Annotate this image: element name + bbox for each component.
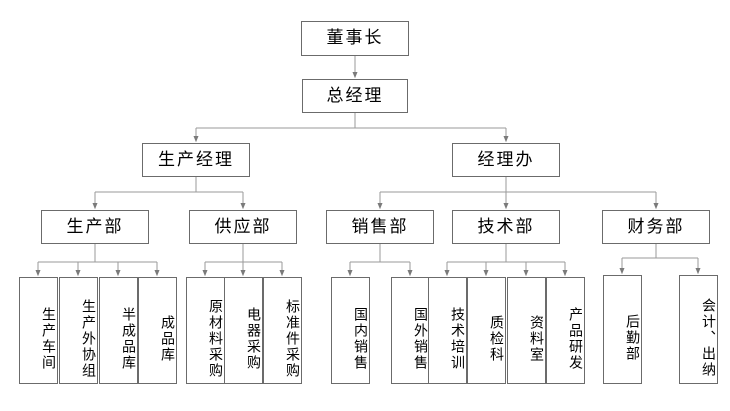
node-supply-dept[interactable]: 供应部 (189, 210, 297, 244)
node-electrical-purchasing[interactable]: 电器采购 (224, 277, 263, 384)
node-label: 成品库 (159, 314, 175, 363)
node-label: 供应部 (214, 216, 272, 237)
node-label: 国外销售 (412, 306, 428, 371)
node-label: 董事长 (326, 28, 384, 48)
node-finance-dept[interactable]: 财务部 (602, 210, 710, 244)
node-accounting-cashier[interactable]: 会计、出纳 (679, 275, 718, 384)
node-label: 生产经理 (158, 149, 234, 170)
node-label: 资料室 (528, 314, 544, 363)
node-archive-room[interactable]: 资料室 (507, 277, 546, 384)
node-domestic-sales[interactable]: 国内销售 (331, 277, 370, 384)
node-raw-material-purchasing[interactable]: 原材料采购 (186, 277, 225, 384)
node-standard-parts-purchasing[interactable]: 标准件采购 (263, 277, 302, 384)
node-general-manager[interactable]: 总经理 (302, 79, 408, 113)
node-overseas-sales[interactable]: 国外销售 (391, 277, 430, 384)
node-label: 产品研发 (567, 306, 583, 371)
node-logistics-dept[interactable]: 后勤部 (603, 275, 642, 384)
node-label: 生产部 (66, 216, 124, 237)
node-label: 电器采购 (245, 306, 261, 371)
node-finished-goods-warehouse[interactable]: 成品库 (138, 277, 177, 384)
node-label: 财务部 (627, 216, 685, 237)
node-quality-inspection-section[interactable]: 质检科 (467, 277, 506, 384)
node-product-rnd[interactable]: 产品研发 (546, 277, 585, 384)
node-production-workshop[interactable]: 生产车间 (19, 277, 58, 384)
node-label: 后勤部 (624, 313, 640, 362)
node-label: 会计、出纳 (700, 297, 716, 378)
node-label: 总经理 (326, 85, 384, 106)
node-production-manager[interactable]: 生产经理 (142, 143, 250, 177)
node-label: 半成品库 (120, 306, 136, 371)
node-label: 技术部 (477, 216, 535, 237)
node-manager-office[interactable]: 经理办 (452, 143, 560, 177)
node-label: 生产外协组 (80, 298, 96, 379)
node-label: 质检科 (488, 314, 504, 363)
node-label: 生产车间 (40, 306, 56, 371)
node-label: 经理办 (477, 149, 535, 170)
node-chairman[interactable]: 董事长 (301, 21, 409, 56)
node-label: 标准件采购 (284, 298, 300, 379)
node-sales-dept[interactable]: 销售部 (326, 210, 434, 244)
node-production-dept[interactable]: 生产部 (41, 210, 149, 244)
node-label: 原材料采购 (207, 298, 223, 379)
node-label: 技术培训 (449, 306, 465, 371)
node-label: 国内销售 (352, 306, 368, 371)
node-production-outsourcing-group[interactable]: 生产外协组 (59, 277, 98, 384)
node-semi-finished-warehouse[interactable]: 半成品库 (99, 277, 138, 384)
node-label: 销售部 (351, 216, 409, 237)
node-tech-dept[interactable]: 技术部 (452, 210, 560, 244)
node-technical-training[interactable]: 技术培训 (428, 277, 467, 384)
